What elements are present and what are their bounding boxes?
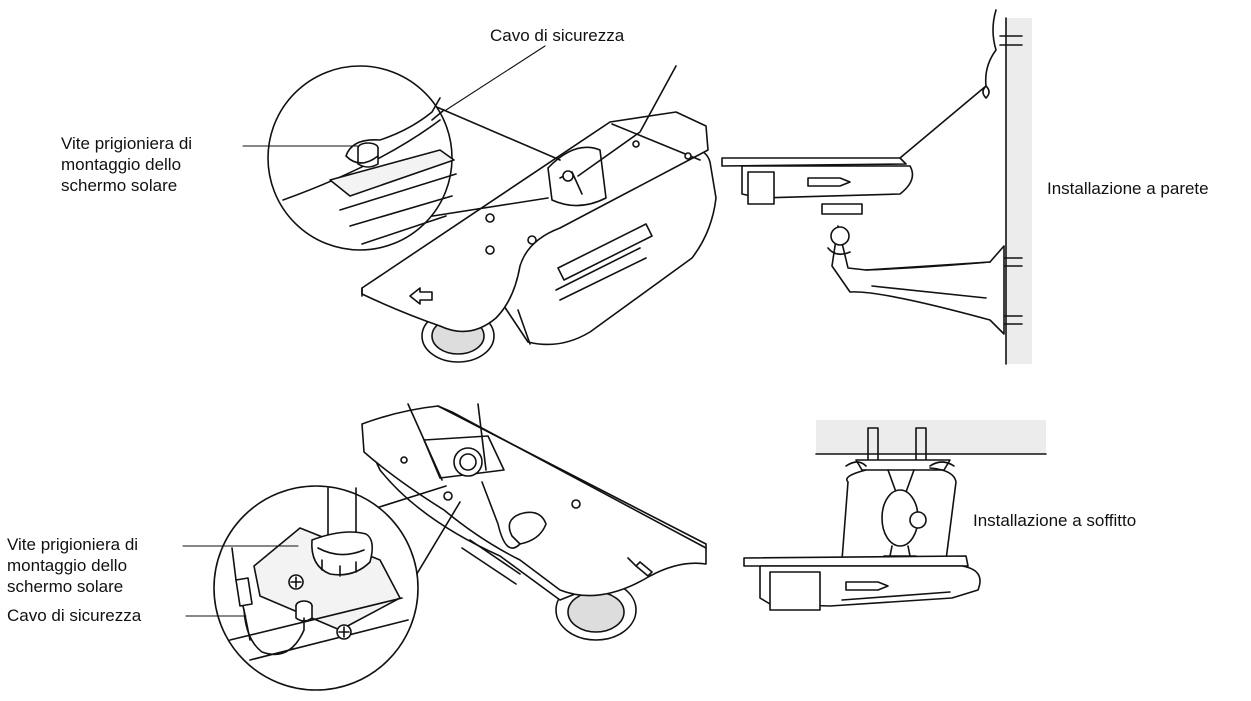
- label-ceiling-installation: Installazione a soffitto: [973, 511, 1137, 530]
- label-ceiling-screw: Vite prigioniera di montaggio dello sche…: [7, 535, 139, 596]
- ceiling-installation-figure: [743, 420, 1047, 611]
- camera-bottom-left: [361, 403, 707, 641]
- camera-top-left: [361, 65, 717, 363]
- label-ceiling-cable: Cavo di sicurezza: [7, 606, 142, 625]
- wall-installation-figure: [721, 9, 1032, 365]
- zoom-detail-ceiling: [213, 485, 461, 691]
- zoom-detail-wall: [267, 65, 561, 251]
- label-wall-installation: Installazione a parete: [1047, 179, 1209, 198]
- label-wall-screw: Vite prigioniera di montaggio dello sche…: [61, 134, 193, 195]
- leader-wall-cable: [445, 45, 546, 111]
- label-wall-cable: Cavo di sicurezza: [490, 26, 625, 45]
